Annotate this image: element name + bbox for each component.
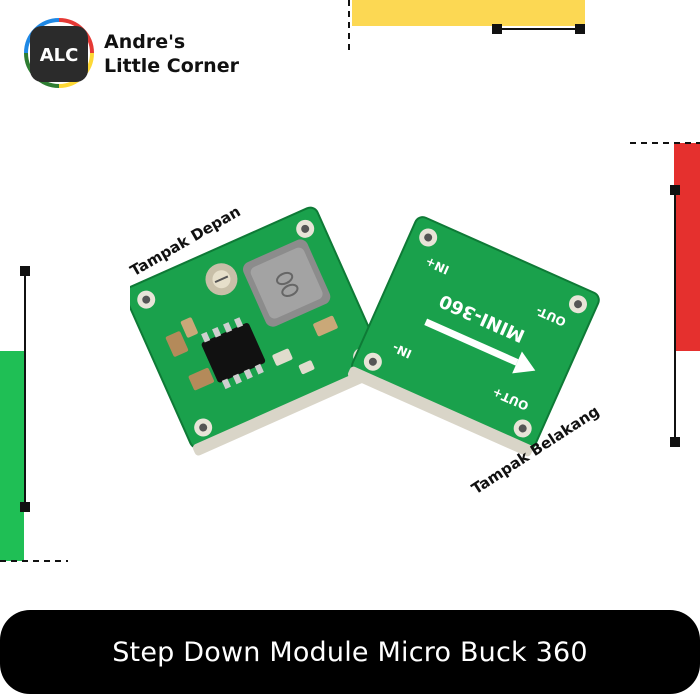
logo: ALC xyxy=(24,18,94,88)
title-banner: Step Down Module Micro Buck 360 xyxy=(0,610,700,694)
pcb-front xyxy=(130,206,388,456)
pcb-back: MINI-360 OUT+ OUT- IN- IN+ xyxy=(347,216,600,457)
brand-line-1: Andre's xyxy=(104,31,186,53)
brand-line-2: Little Corner xyxy=(104,55,239,77)
product-title: Step Down Module Micro Buck 360 xyxy=(112,636,588,668)
logo-badge-icon: ALC xyxy=(24,18,94,88)
red-accent-bar xyxy=(674,143,700,351)
product-photo: MINI-360 OUT+ OUT- IN- IN+ xyxy=(130,206,600,457)
green-accent-bar xyxy=(0,351,24,561)
yellow-accent-bar xyxy=(352,0,585,26)
brand-name: Andre's Little Corner xyxy=(104,30,239,78)
svg-text:ALC: ALC xyxy=(40,45,79,66)
